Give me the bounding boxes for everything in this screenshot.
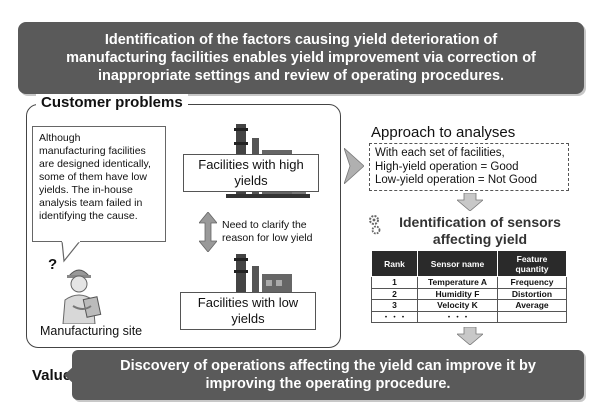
speech-bubble-tail-icon: [61, 241, 81, 263]
sensor-cell: Velocity K: [417, 299, 498, 312]
double-arrow-icon: [199, 212, 217, 252]
feature-cell: Distortion: [497, 287, 567, 300]
gear-icon: [369, 215, 381, 235]
table-row: ・・・ ・・・: [371, 310, 567, 323]
sensor-ranking-table: Rank Sensor name Feature quantity 1 Temp…: [371, 250, 567, 323]
bubble-line: analysis team failed in: [39, 197, 143, 209]
approach-line: With each set of facilities,: [375, 147, 505, 159]
feature-cell: Average: [497, 299, 567, 312]
headline-banner: Identification of the factors causing yi…: [18, 22, 584, 94]
column-header-sensor: Sensor name: [417, 250, 498, 277]
problem-speech-bubble: Although manufacturing facilities are de…: [32, 126, 166, 242]
column-header-rank: Rank: [371, 250, 418, 277]
clarify-reason-note: Need to clarify the reason for low yield: [222, 219, 312, 245]
bubble-line: yields. The in-house: [39, 184, 133, 196]
banner-line-2: manufacturing facilities enables yield i…: [66, 50, 536, 66]
clarify-line-1: Need to clarify the: [222, 219, 307, 231]
approach-box: With each set of facilities, High-yield …: [369, 143, 569, 191]
down-arrow-icon: [457, 193, 483, 211]
banner-line-3: inappropriate settings and review of ope…: [97, 68, 505, 84]
table-row: 2 Humidity F Distortion: [371, 287, 567, 300]
high-yield-facilities-label: Facilities with high yields: [183, 154, 319, 192]
table-row: 3 Velocity K Average: [371, 299, 567, 312]
rank-cell: 1: [371, 276, 418, 289]
low-yield-label-line-2: yields: [231, 311, 265, 326]
identification-title-line-2: affecting yield: [432, 231, 528, 247]
feature-cell: [497, 310, 567, 323]
identification-title-line-1: Identification of sensors: [399, 214, 561, 230]
bubble-line: are designed identically,: [39, 158, 151, 170]
question-mark: ?: [48, 256, 58, 273]
chevron-right-icon: [344, 148, 364, 184]
approach-title: Approach to analyses: [371, 124, 516, 141]
low-yield-facilities-label: Facilities with low yields: [180, 292, 316, 330]
pointer-triangle-icon: [64, 366, 74, 384]
high-yield-label-line-1: Facilities with high: [198, 157, 304, 172]
clarify-line-2: reason for low yield: [222, 232, 313, 244]
banner-line-1: Identification of the factors causing yi…: [104, 32, 498, 48]
rank-cell: 2: [371, 287, 418, 300]
feature-cell: Frequency: [497, 276, 567, 289]
column-header-feature: Feature quantity: [497, 250, 567, 277]
bubble-line: manufacturing facilities: [39, 145, 146, 157]
value-line-1: Discovery of operations affecting the yi…: [120, 358, 536, 374]
down-arrow-icon: [457, 327, 483, 345]
sensor-cell: Temperature A: [417, 276, 498, 289]
identification-title: Identification of sensors affecting yiel…: [380, 214, 580, 248]
value-line-2: improving the operating procedure.: [205, 376, 451, 392]
value-statement-bar: Discovery of operations affecting the yi…: [72, 350, 584, 400]
low-yield-label-line-1: Facilities with low: [197, 295, 299, 310]
approach-line: Low-yield operation = Not Good: [375, 174, 538, 186]
rank-cell: ・・・: [371, 310, 418, 323]
sensor-cell: ・・・: [417, 310, 498, 323]
manufacturing-site-label: Manufacturing site: [40, 324, 143, 338]
table-header-row: Rank Sensor name Feature quantity: [371, 250, 567, 277]
worker-icon: [62, 269, 102, 324]
bubble-line: Although: [39, 132, 81, 144]
value-label: Value: [32, 367, 72, 384]
approach-line: High-yield operation = Good: [375, 160, 519, 173]
rank-cell: 3: [371, 299, 418, 312]
high-yield-label-line-2: yields: [234, 173, 268, 188]
customer-problems-title: Customer problems: [36, 94, 188, 112]
sensor-cell: Humidity F: [417, 287, 498, 300]
bubble-line: identifying the cause.: [39, 210, 138, 222]
table-row: 1 Temperature A Frequency: [371, 276, 567, 289]
bubble-line: some of them have low: [39, 171, 147, 183]
